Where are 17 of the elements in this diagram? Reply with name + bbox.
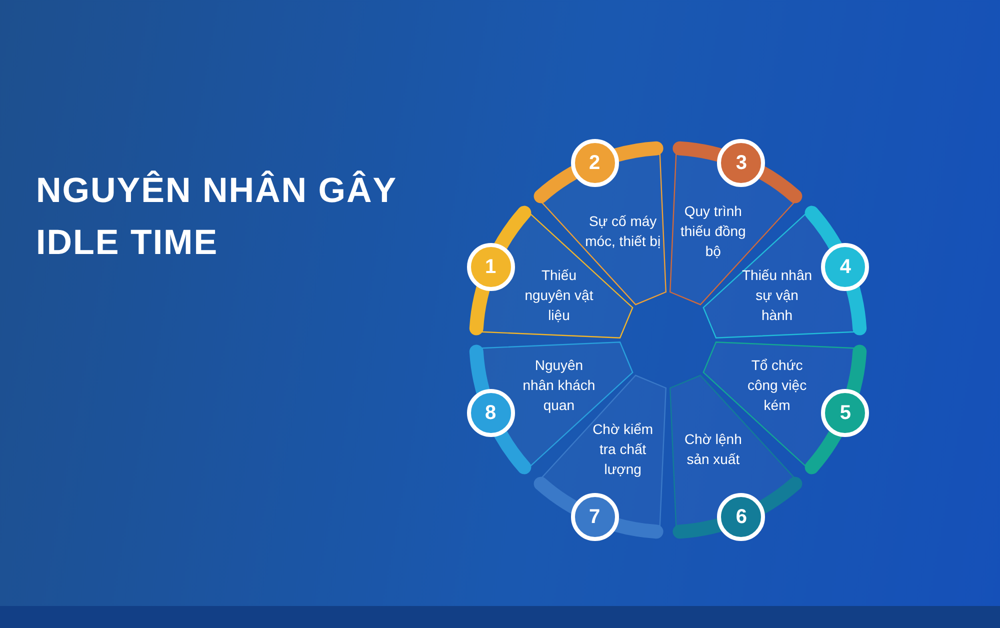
number-badge: 4 (821, 242, 870, 291)
cause-label: Chờ lệnh sản xuất (683, 430, 743, 470)
heading: NGUYÊN NHÂN GÂY IDLE TIME (36, 170, 398, 264)
number-badge: 3 (717, 138, 766, 187)
number-badge: 1 (466, 242, 515, 291)
cause-label: Sự cố máy móc, thiết bị (584, 212, 661, 251)
number-badge: 8 (466, 389, 515, 438)
cause-label: Tổ chức công việc kém (746, 356, 808, 416)
number-badge: 2 (570, 138, 619, 187)
cause-label: Chờ kiểm tra chất lượng (592, 420, 654, 480)
number-badge: 5 (821, 389, 870, 438)
number-badge: 6 (717, 493, 766, 542)
number-badge: 7 (570, 493, 619, 542)
cause-label: Thiếu nhân sự vận hành (740, 266, 814, 325)
cause-label: Thiếu nguyên vật liệu (524, 266, 594, 325)
cause-label: Nguyên nhân khách quan (522, 356, 596, 416)
cause-label: Quy trình thiếu đồng bộ (679, 202, 747, 261)
